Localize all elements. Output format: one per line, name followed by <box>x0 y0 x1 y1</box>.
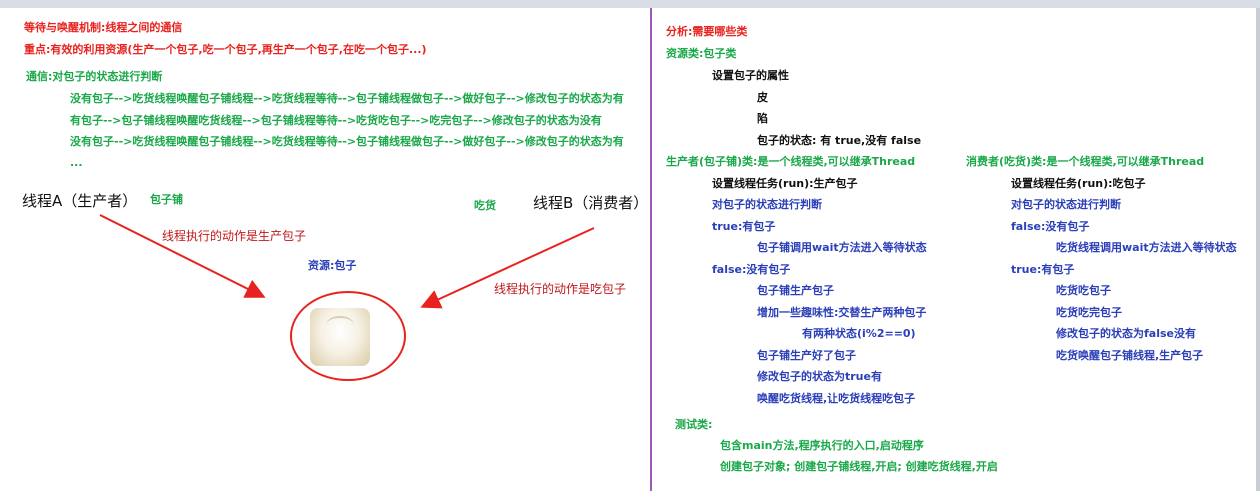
baozi-circle <box>290 291 406 381</box>
consumer-heading: 消费者(吃货)类:是一个线程类,可以继承Thread <box>966 155 1205 168</box>
left-title: 等待与唤醒机制:线程之间的通信 <box>24 21 183 34</box>
producer-heading: 生产者(包子铺)类:是一个线程类,可以继承Thread <box>666 155 916 168</box>
shop-label: 包子铺 <box>150 193 183 206</box>
consumer-eat: 吃货吃包子 <box>1056 284 1111 297</box>
producer-produce: 包子铺生产包子 <box>757 284 834 297</box>
producer-true-action: 包子铺调用wait方法进入等待状态 <box>757 241 927 254</box>
attr-filling: 陷 <box>757 112 768 125</box>
producer-task: 设置线程任务(run):生产包子 <box>712 177 858 190</box>
consumer-false: false:没有包子 <box>1011 220 1090 233</box>
action-a-label: 线程执行的动作是生产包子 <box>162 229 307 243</box>
consumer-false-action: 吃货线程调用wait方法进入等待状态 <box>1056 241 1237 254</box>
focus-line: 重点:有效的利用资源(生产一个包子,吃一个包子,再生产一个包子,在吃一个包子..… <box>24 43 427 56</box>
attr-state: 包子的状态: 有 true,没有 false <box>757 134 922 147</box>
consumer-task: 设置线程任务(run):吃包子 <box>1011 177 1146 190</box>
producer-false: false:没有包子 <box>712 263 791 276</box>
consumer-finished: 吃货吃完包子 <box>1056 306 1122 319</box>
consumer-wake: 吃货唤醒包子铺线程,生产包子 <box>1056 349 1204 362</box>
producer-fun: 增加一些趣味性:交替生产两种包子 <box>757 306 927 319</box>
top-bar <box>0 0 1260 8</box>
consumer-judge: 对包子的状态进行判断 <box>1011 198 1121 211</box>
comm-line: 通信:对包子的状态进行判断 <box>26 70 163 83</box>
flow-line-2: 有包子-->包子铺线程唤醒吃货线程-->包子铺线程等待-->吃货吃包子-->吃完… <box>70 114 602 127</box>
consumer-set-false: 修改包子的状态为false没有 <box>1056 327 1196 340</box>
resource-label: 资源:包子 <box>308 259 357 272</box>
thread-b-label: 线程B（消费者） <box>533 194 649 212</box>
producer-true: true:有包子 <box>712 220 776 233</box>
producer-set-true: 修改包子的状态为true有 <box>757 370 882 383</box>
action-b-label: 线程执行的动作是吃包子 <box>494 282 627 296</box>
flow-line-3: 没有包子-->吃货线程唤醒包子铺线程-->吃货线程等待-->包子铺线程做包子--… <box>70 135 624 148</box>
flow-ellipsis: ... <box>70 156 83 169</box>
resource-class: 资源类:包子类 <box>666 47 737 60</box>
attr-skin: 皮 <box>757 91 768 104</box>
producer-done: 包子铺生产好了包子 <box>757 349 856 362</box>
flow-line-1: 没有包子-->吃货线程唤醒包子铺线程-->吃货线程等待-->包子铺线程做包子--… <box>70 92 624 105</box>
analysis-title: 分析:需要哪些类 <box>666 25 748 38</box>
left-panel <box>0 8 650 491</box>
producer-wake: 唤醒吃货线程,让吃货线程吃包子 <box>757 392 916 405</box>
panel-divider <box>650 8 652 491</box>
right-edge <box>1256 8 1260 491</box>
producer-judge: 对包子的状态进行判断 <box>712 198 822 211</box>
test-create: 创建包子对象; 创建包子铺线程,开启; 创建吃货线程,开启 <box>720 460 998 473</box>
test-main: 包含main方法,程序执行的入口,启动程序 <box>720 439 924 452</box>
baozi-fold <box>326 316 354 334</box>
eater-label: 吃货 <box>474 199 496 212</box>
producer-two-states: 有两种状态(i%2==0) <box>802 327 916 340</box>
thread-a-label: 线程A（生产者） <box>22 192 138 210</box>
arrow-b <box>420 227 595 309</box>
set-attributes: 设置包子的属性 <box>712 69 789 82</box>
test-class: 测试类: <box>675 418 713 431</box>
consumer-true: true:有包子 <box>1011 263 1075 276</box>
arrow-a <box>99 214 266 298</box>
